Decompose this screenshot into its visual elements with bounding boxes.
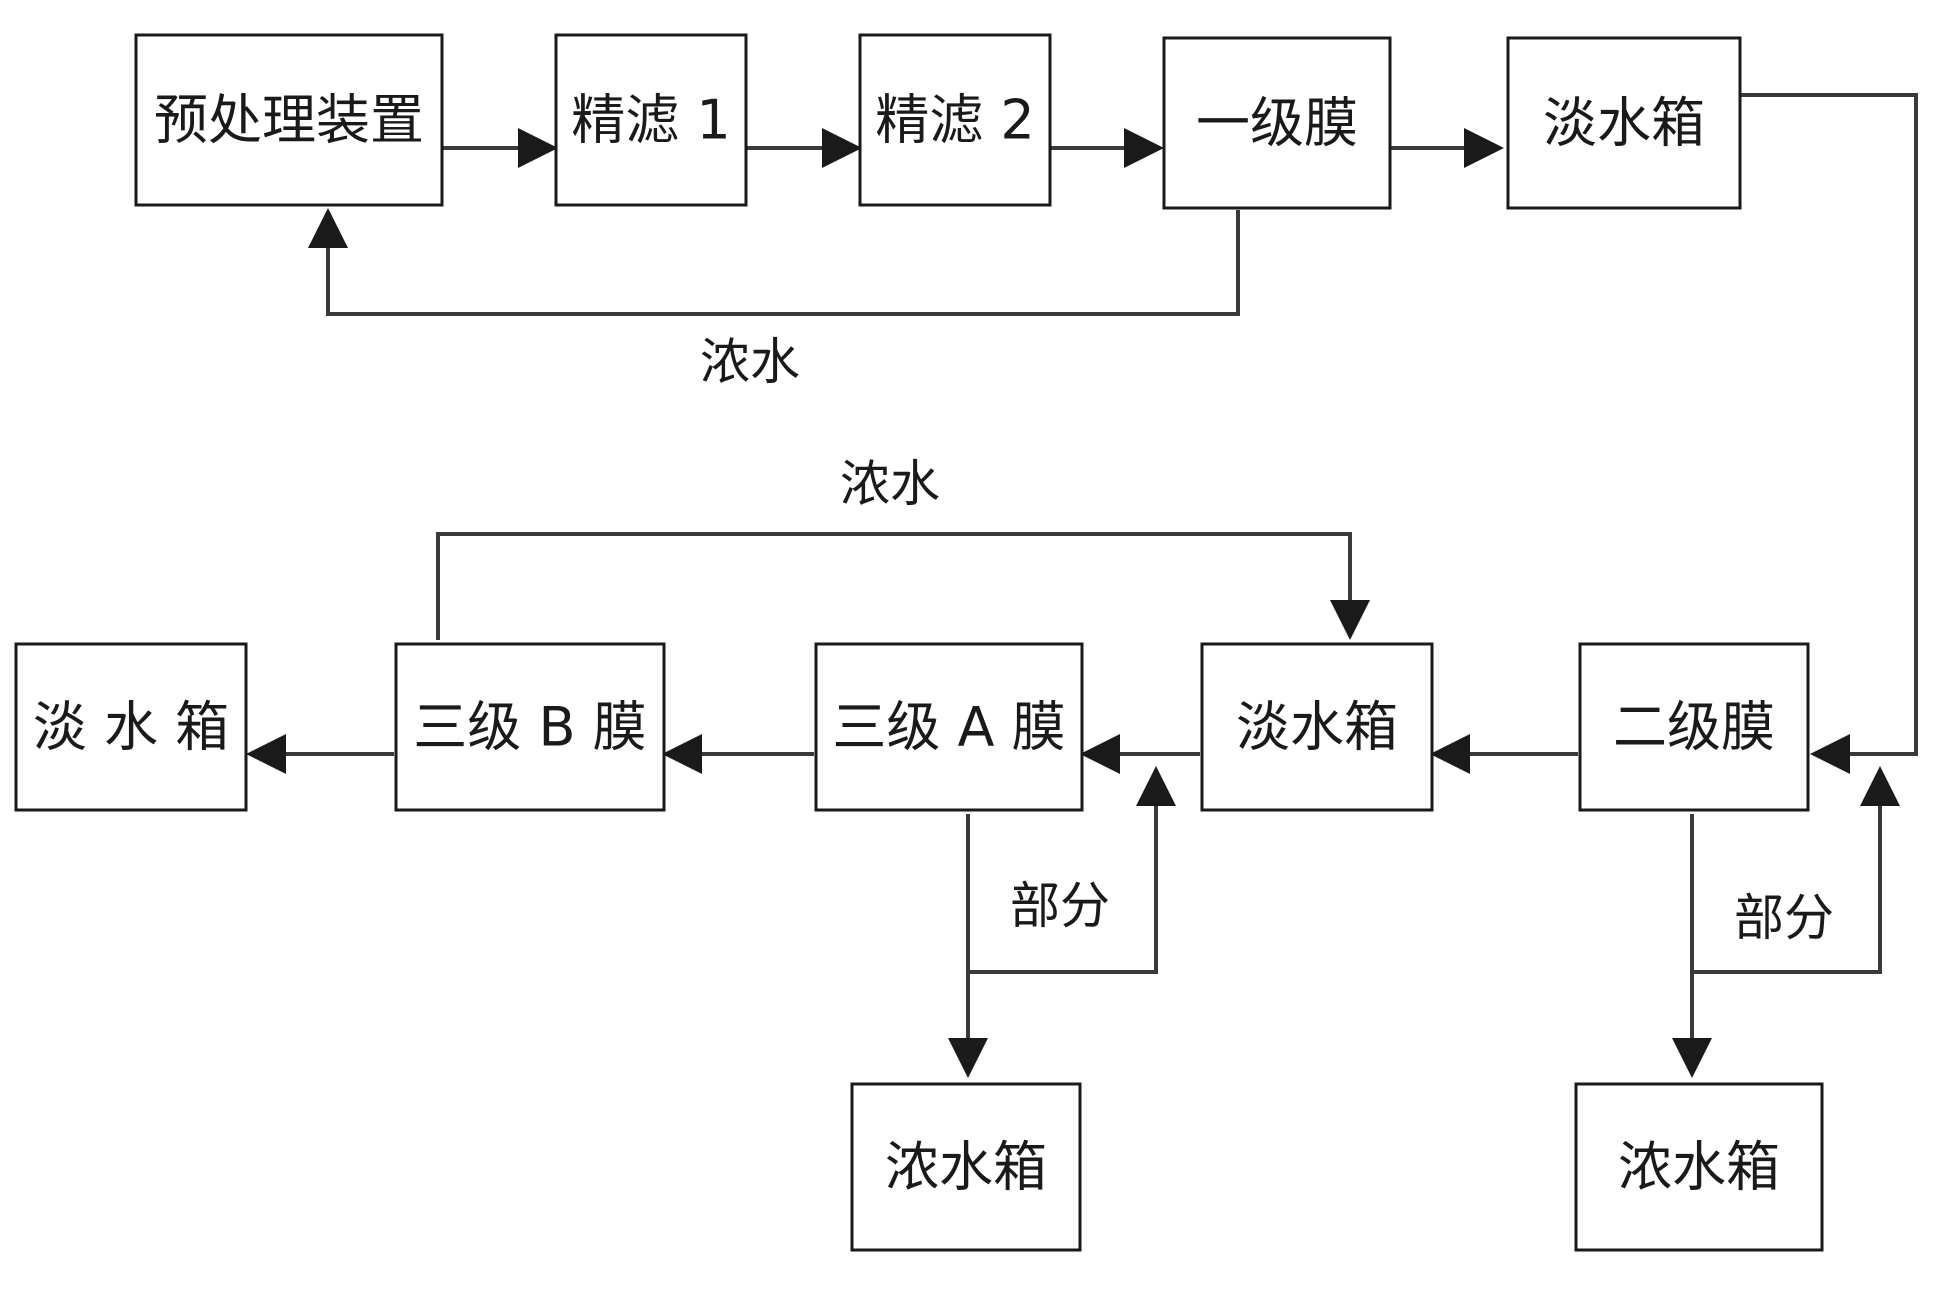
- node-label: 淡水箱: [1543, 92, 1705, 155]
- node-label: 三级 B 膜: [413, 696, 646, 759]
- node-secondary-membrane: 二级膜: [1578, 642, 1810, 812]
- node-label: 浓水箱: [1618, 1136, 1780, 1199]
- arrow-tertiary-a-partial-recycle: [968, 766, 1176, 974]
- node-label: 二级膜: [1613, 696, 1775, 759]
- node-concentrate-tank-1: 浓水箱: [850, 1082, 1082, 1252]
- edge-label-primary-concentrate: 浓水: [700, 333, 800, 391]
- node-label: 淡水箱: [1236, 696, 1398, 759]
- arrow-secondary-partial-recycle: [1692, 766, 1900, 974]
- node-fresh-tank-1: 淡水箱: [1506, 36, 1742, 210]
- edge-label-tertiary-a-partial: 部分: [1010, 877, 1110, 935]
- node-label: 精滤 2: [875, 89, 1035, 152]
- arrow-tertiary-b-concentrate-recycle: [436, 532, 1370, 640]
- node-tertiary-b-membrane: 三级 B 膜: [394, 642, 666, 812]
- node-label: 一级膜: [1196, 92, 1358, 155]
- flow-lines: [246, 93, 1918, 1078]
- arrow-primary-concentrate-recycle: [308, 208, 1240, 316]
- edge-label-secondary-partial: 部分: [1734, 889, 1834, 947]
- node-label: 浓水箱: [885, 1136, 1047, 1199]
- node-label: 三级 A 膜: [832, 696, 1065, 759]
- node-fine-filter-2: 精滤 2: [858, 33, 1052, 207]
- node-fine-filter-1: 精滤 1: [554, 33, 748, 207]
- node-concentrate-tank-2: 浓水箱: [1574, 1082, 1824, 1252]
- node-label: 预处理装置: [154, 89, 424, 152]
- node-fresh-tank-2: 淡水箱: [1200, 642, 1434, 812]
- node-label: 精滤 1: [571, 89, 731, 152]
- node-tertiary-a-membrane: 三级 A 膜: [814, 642, 1084, 812]
- node-pretreatment: 预处理装置: [134, 33, 444, 207]
- node-primary-membrane: 一级膜: [1162, 36, 1392, 210]
- edge-label-tertiary-b-concentrate: 浓水: [840, 455, 940, 513]
- node-fresh-tank-final: 淡 水 箱: [14, 642, 248, 812]
- node-label: 淡 水 箱: [33, 696, 229, 759]
- arrow-fresh-tank-to-secondary: [1736, 93, 1918, 774]
